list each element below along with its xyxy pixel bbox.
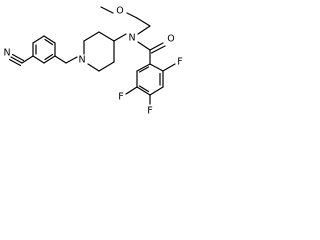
molecule-structure-diagram: N O N O N F F F <box>3 6 182 117</box>
bond-ch2-npip <box>65 56 78 64</box>
bond-ring2-d <box>136 86 151 96</box>
bond-ring1-b <box>32 35 45 44</box>
atom-ether-oxygen: O <box>116 6 123 17</box>
bond-c4-namide <box>113 33 127 42</box>
bond-ring2-f-ortho <box>162 63 176 72</box>
bond-ring2-c <box>149 86 164 96</box>
bond-ch2b-o <box>126 12 138 19</box>
bond-ring2-f-meta <box>125 86 138 95</box>
bond-nitrile-triple-1 <box>10 56 23 64</box>
bond-camide-o <box>149 42 164 51</box>
bond-ring1-ch2 <box>54 55 67 64</box>
bond-ring2-double-3 <box>138 66 150 73</box>
bond-o-ch3 <box>100 6 114 14</box>
bond-ring1-double-3 <box>44 53 54 61</box>
atom-nitrile-nitrogen: N <box>3 48 10 59</box>
bond-nitrile-triple-3 <box>8 58 22 67</box>
bond-namide-ch2a <box>137 25 151 35</box>
bond-ring1-double-2 <box>44 38 54 46</box>
bond-ch2a-ch2b <box>136 17 151 27</box>
atom-piperidine-nitrogen: N <box>78 55 85 66</box>
bond-nitrile-ring <box>21 55 34 64</box>
bond-pip-f <box>87 63 100 72</box>
atom-amide-nitrogen: N <box>128 33 135 44</box>
atom-fluorine-ortho: F <box>177 57 182 68</box>
bond-ring1-e <box>43 55 56 64</box>
bond-namide-camide <box>137 41 151 51</box>
bond-ring1-c <box>43 35 56 44</box>
bond-ring2-double-2 <box>138 85 150 93</box>
bond-ring2-a <box>149 63 164 72</box>
bond-nitrile-triple-2 <box>11 53 25 62</box>
bond-pip-b <box>83 31 100 42</box>
bond-ring1-f <box>32 55 45 64</box>
atom-labels: N O N O N F F F <box>3 6 182 117</box>
bond-pip-c <box>98 31 115 42</box>
atom-fluorine-para: F <box>147 106 152 117</box>
bonds <box>8 6 176 105</box>
atom-carbonyl-oxygen: O <box>167 34 174 45</box>
bond-camide-o-double <box>150 45 166 54</box>
atom-fluorine-meta: F <box>118 92 123 103</box>
bond-pip-e <box>98 61 115 72</box>
bond-ring2-f <box>136 63 151 72</box>
